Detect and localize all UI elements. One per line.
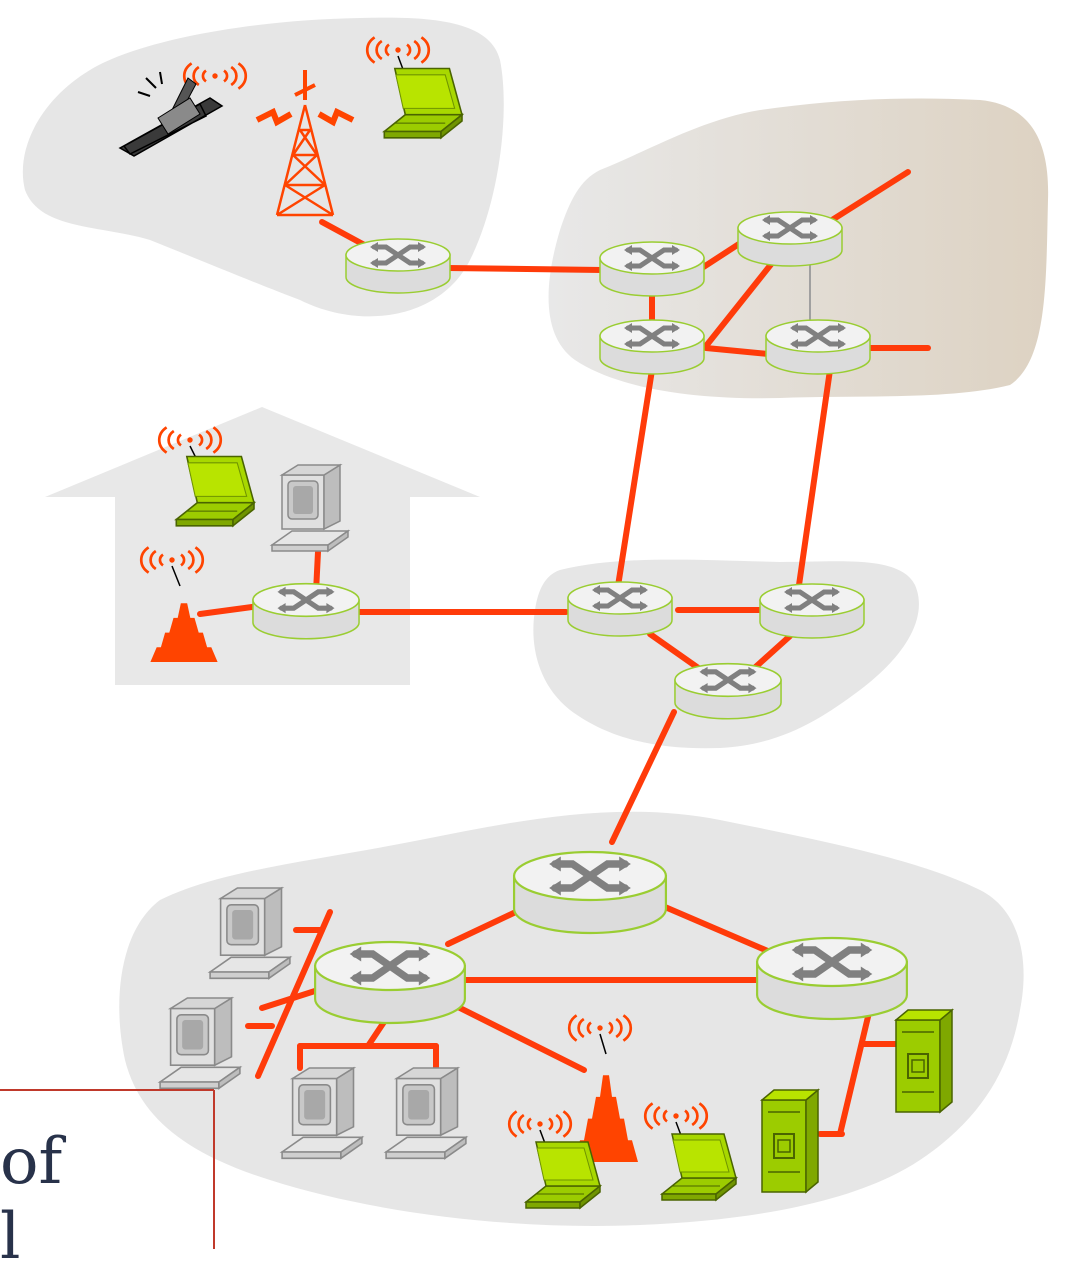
server-2-icon: [761, 1089, 819, 1193]
link-isp3-isp4: [703, 345, 771, 357]
router-reg3: [675, 664, 781, 719]
inst-laptop-1-device: [507, 1110, 601, 1209]
server-1-device: [895, 1009, 953, 1113]
router-home: [253, 584, 359, 639]
cropped-text-line-2: l: [0, 1200, 21, 1274]
link-isp4-reg2: [795, 367, 833, 595]
link-mobile-isp1: [445, 265, 605, 273]
inst-pc-2-device: [159, 997, 241, 1090]
inst-pc-2-icon: [159, 997, 241, 1090]
inst-access-point-device: [567, 1014, 638, 1162]
home-pc-icon: [271, 464, 349, 552]
link-reg1-reg3: [647, 631, 707, 675]
inst-pc-1-icon: [209, 887, 291, 980]
inst-pc-3-icon: [281, 1067, 363, 1160]
server-1-icon: [895, 1009, 953, 1113]
cell-phone-device: [118, 62, 248, 157]
home-pc-device: [271, 464, 349, 552]
inst-laptop-2-device: [643, 1102, 737, 1201]
router-inst-left: [315, 942, 465, 1023]
router-isp3: [600, 320, 704, 374]
link-inst-right-server-bus: [837, 997, 875, 1137]
link-isp1-isp2: [699, 239, 745, 271]
link-isp2-external: [829, 169, 911, 223]
slide-frame-fragment: [0, 1089, 215, 1249]
router-isp4: [766, 320, 870, 374]
router-reg1: [568, 582, 672, 636]
inst-pc-3-device: [281, 1067, 363, 1160]
link-inst-left-bus2: [365, 1019, 387, 1049]
cell-tower-device: [255, 70, 355, 217]
cropped-text-line-1: of: [0, 1125, 63, 1199]
link-inst-left-ap: [445, 999, 587, 1073]
router-isp2: [738, 212, 842, 266]
home-network-house: [45, 407, 480, 685]
home-laptop-device: [157, 426, 255, 527]
mobile-laptop-device: [365, 36, 463, 139]
router-inst-right: [757, 938, 907, 1019]
inst-pc-1-device: [209, 887, 291, 980]
link-reg3-inst-top: [609, 709, 677, 845]
link-inst-top-left: [445, 907, 523, 947]
inst-pc-4-device: [385, 1067, 467, 1160]
inst-pc-4-icon: [385, 1067, 467, 1160]
router-reg2: [760, 584, 864, 638]
link-inst-bus1: [255, 909, 333, 1079]
router-isp1: [600, 242, 704, 296]
server-2-device: [761, 1089, 819, 1193]
router-inst-top: [514, 852, 666, 933]
link-home-ap-router: [197, 604, 255, 617]
link-inst-top-right: [655, 901, 773, 955]
cell-tower-icon: [255, 70, 355, 217]
router-mobile: [346, 239, 450, 293]
home-access-point-device: [139, 546, 218, 662]
link-isp3-reg1: [615, 367, 655, 589]
